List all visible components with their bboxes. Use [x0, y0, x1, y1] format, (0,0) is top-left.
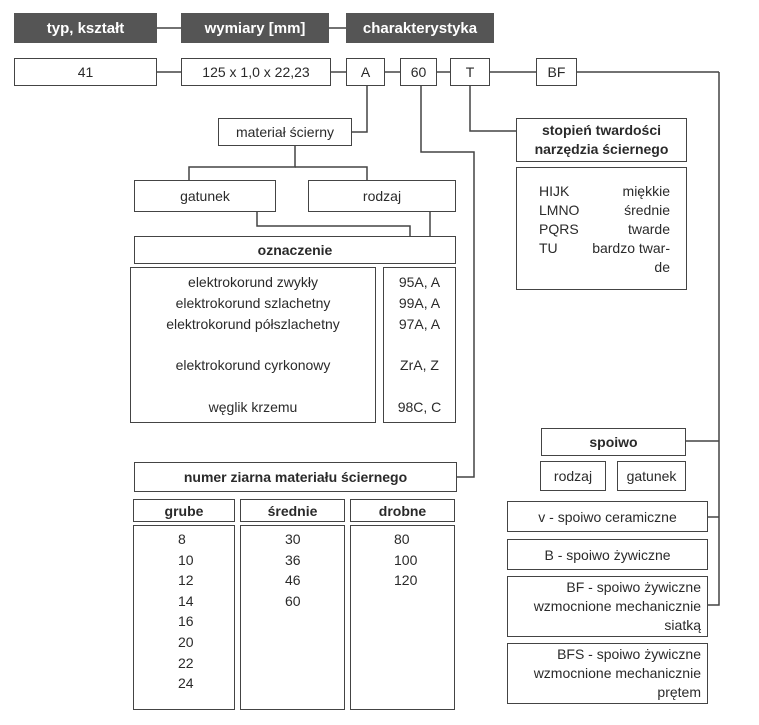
- bond-ceramic: v - spoiwo ceramiczne: [507, 501, 708, 532]
- grain-coarse-list: 8 10 12 14 16 20 22 24: [133, 525, 235, 710]
- bond-bf-line: wzmocnione mechanicznie: [533, 598, 701, 614]
- grain-fine-header: drobne: [350, 499, 455, 522]
- grain-value: 30: [285, 531, 301, 547]
- abrasive-codes-column: 95A, A 99A, A 97A, A ZrA, Z 98C, C: [383, 267, 456, 423]
- grain-value: 80: [394, 531, 410, 547]
- hardness-label: twarde: [627, 221, 670, 237]
- designation-title: oznaczenie: [134, 236, 456, 264]
- abrasive-name: węglik krzemu: [208, 399, 298, 415]
- header-characteristics: charakterystyka: [346, 13, 494, 43]
- hardness-row: de: [539, 258, 670, 277]
- grain-medium-list: 30 36 46 60: [240, 525, 345, 710]
- grain-value: 100: [394, 551, 418, 568]
- hardness-title: stopień twardości narzędzia ściernego: [516, 118, 687, 162]
- hardness-label: średnie: [624, 202, 670, 218]
- hardness-letters: TU: [539, 240, 558, 256]
- abrasive-material-title: materiał ścierny: [218, 118, 352, 146]
- abrasive-name: elektrokorund cyrkonowy: [175, 357, 331, 373]
- header-dimensions: wymiary [mm]: [181, 13, 329, 43]
- grain-title: numer ziarna materiału ściernego: [134, 462, 457, 492]
- abrasive-kind-box: rodzaj: [308, 180, 456, 212]
- bond-grade-box: gatunek: [617, 461, 686, 491]
- grain-value: 36: [285, 551, 301, 568]
- hardness-row: PQRS twarde: [539, 220, 670, 239]
- grain-coarse-header: grube: [133, 499, 235, 522]
- code-bond: BF: [536, 58, 577, 86]
- code-dimensions: 125 x 1,0 x 22,23: [181, 58, 331, 86]
- abrasive-code: 95A, A: [398, 274, 441, 290]
- grain-value: 24: [178, 675, 194, 692]
- hardness-row: HIJK miękkie: [539, 182, 670, 201]
- bond-bf-line: siatką: [664, 617, 701, 633]
- hardness-title-line2: narzędzia ściernego: [534, 141, 669, 157]
- grain-value: 20: [178, 633, 194, 650]
- abrasive-name: elektrokorund szlachetny: [175, 295, 331, 311]
- bond-resin: B - spoiwo żywiczne: [507, 539, 708, 570]
- abrasive-grade-box: gatunek: [134, 180, 276, 212]
- hardness-label: miękkie: [622, 183, 670, 199]
- hardness-letters: HIJK: [539, 183, 570, 199]
- bond-bfs-line: wzmocnione mechanicznie: [533, 665, 701, 681]
- code-grain: 60: [400, 58, 437, 86]
- hardness-label: de: [654, 259, 670, 275]
- bond-title: spoiwo: [541, 428, 686, 456]
- hardness-row: TU bardzo twar-: [539, 239, 670, 258]
- bond-kind-box: rodzaj: [540, 461, 606, 491]
- hardness-label: bardzo twar-: [592, 240, 670, 256]
- header-type-shape: typ, kształt: [14, 13, 157, 43]
- grain-fine-list: 80 100 120: [350, 525, 455, 710]
- grain-value: 8: [178, 531, 186, 547]
- abrasive-name: elektrokorund półszlachetny: [166, 316, 340, 332]
- bond-bfs-line: BFS - spoiwo żywiczne: [557, 646, 701, 662]
- abrasive-code: ZrA, Z: [400, 357, 439, 373]
- grain-value: 22: [178, 654, 194, 671]
- code-type: 41: [14, 58, 157, 86]
- abrasive-names-column: elektrokorund zwykły elektrokorund szlac…: [130, 267, 376, 423]
- grain-value: 14: [178, 592, 194, 609]
- grain-value: 10: [178, 551, 194, 568]
- code-hardness: T: [450, 58, 490, 86]
- bond-resin-mesh: BF - spoiwo żywiczne wzmocnione mechanic…: [507, 576, 708, 637]
- grain-value: 12: [178, 572, 194, 589]
- abrasive-code: 99A, A: [398, 295, 441, 311]
- grain-value: 46: [285, 572, 301, 589]
- grain-medium-header: średnie: [240, 499, 345, 522]
- grain-value: 16: [178, 613, 194, 630]
- abrasive-code: 97A, A: [398, 316, 441, 332]
- abrasive-name: elektrokorund zwykły: [188, 274, 318, 290]
- grain-value: 60: [285, 592, 301, 609]
- hardness-list: HIJK miękkie LMNO średnie PQRS twarde TU bar…: [516, 167, 687, 290]
- bond-resin-rod: BFS - spoiwo żywiczne wzmocnione mechani…: [507, 643, 708, 704]
- grain-value: 120: [394, 572, 418, 589]
- hardness-title-line1: stopień twardości: [541, 122, 662, 138]
- hardness-letters: PQRS: [539, 221, 579, 237]
- bond-bfs-line: prętem: [657, 684, 701, 700]
- code-abrasive: A: [346, 58, 385, 86]
- bond-bf-line: BF - spoiwo żywiczne: [566, 579, 701, 595]
- hardness-row: LMNO średnie: [539, 201, 670, 220]
- hardness-letters: LMNO: [539, 202, 580, 218]
- abrasive-code: 98C, C: [397, 399, 442, 415]
